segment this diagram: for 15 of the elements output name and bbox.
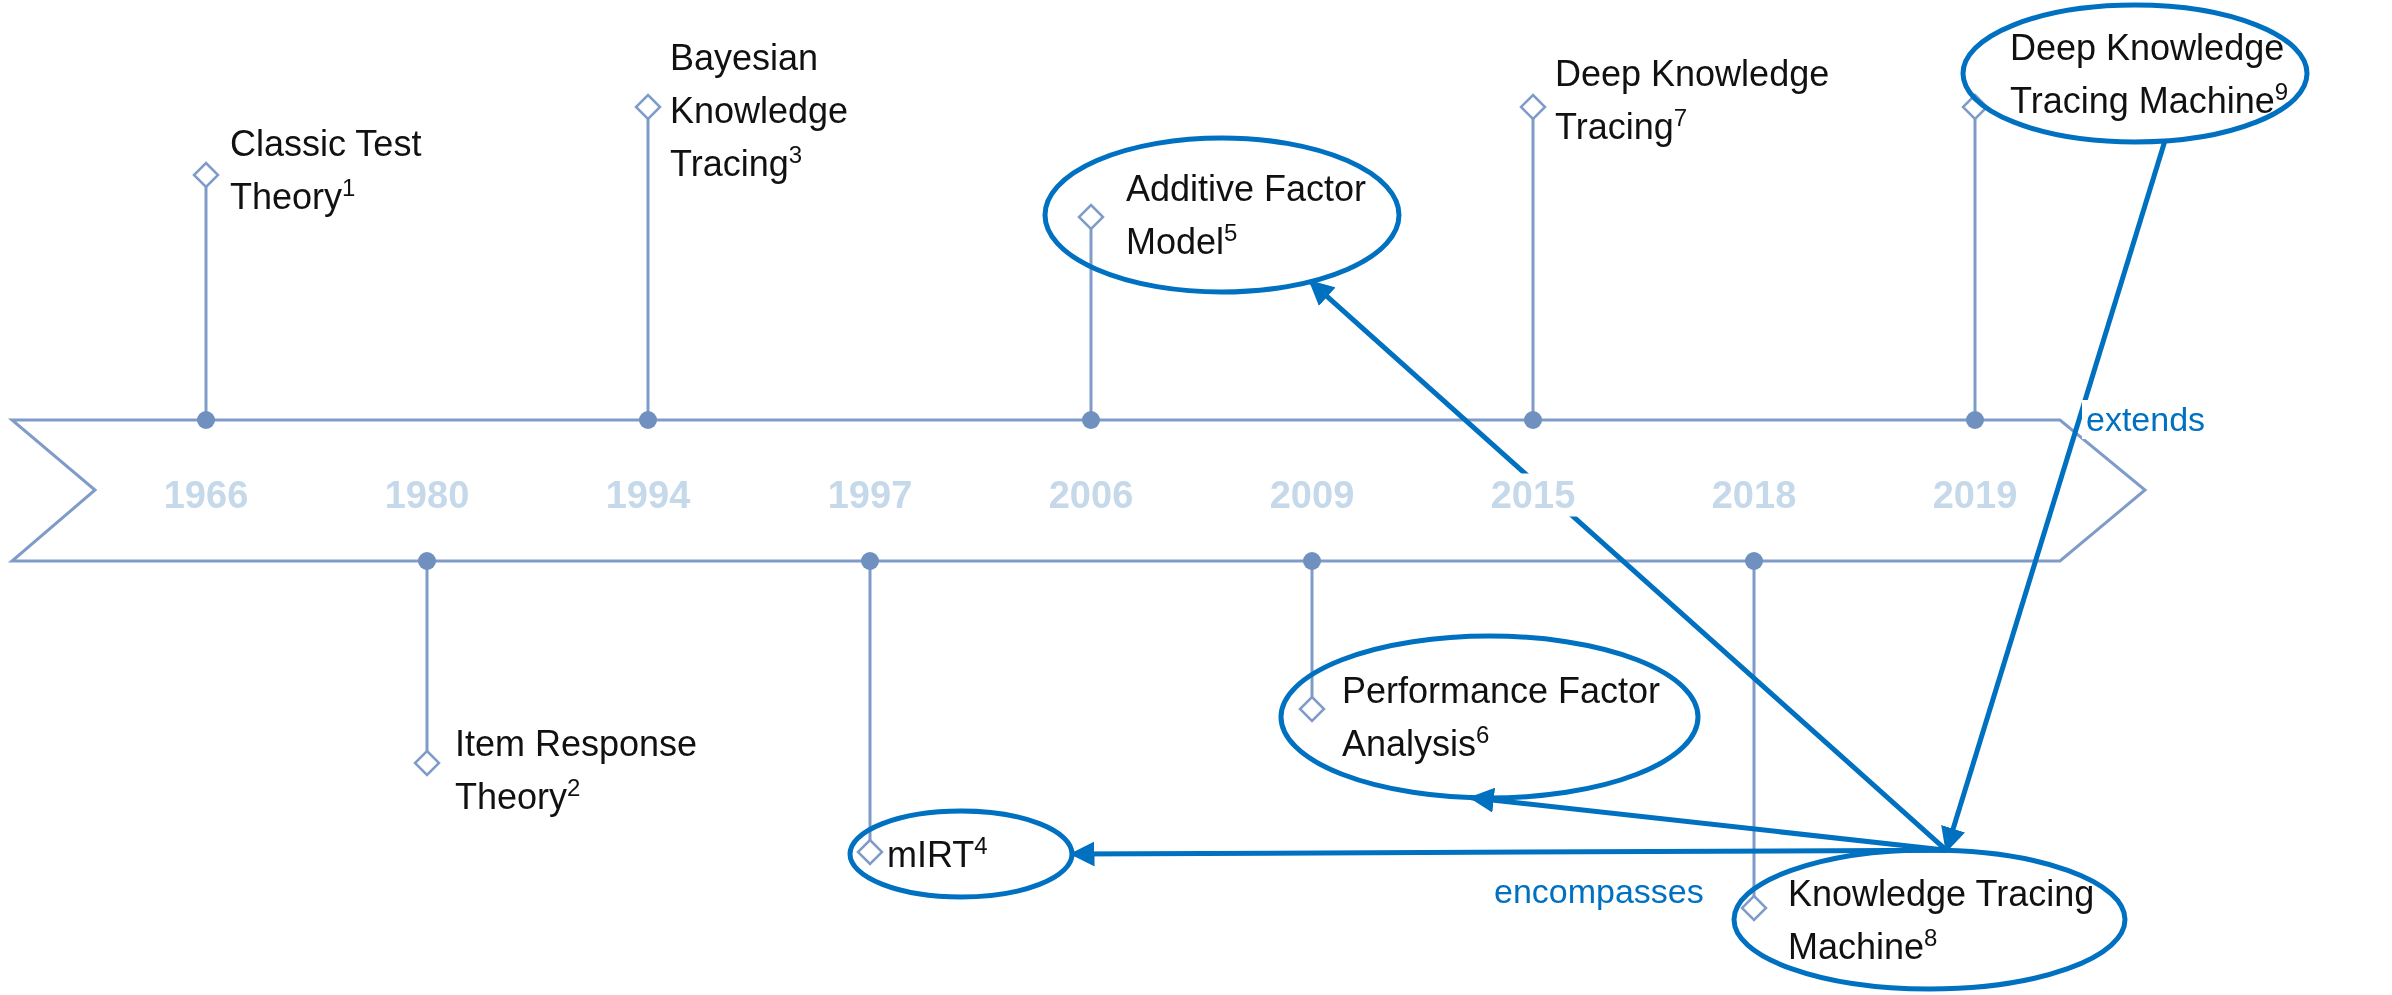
event-label: Deep Knowledge Tracing$^{7}$ [1555, 52, 1831, 149]
event-label: Classic Test Theory$^{1}$ [230, 122, 423, 219]
event-label: mIRT$^{4}$ [887, 830, 989, 877]
circled-event [1042, 135, 1402, 295]
circled-event [1731, 847, 2128, 992]
event-label: Item Response Theory$^{2}$ [455, 721, 699, 819]
arrow [1069, 841, 1947, 867]
circled-event [1278, 633, 1701, 801]
circled-event [1960, 2, 2310, 145]
event-label: Deep Knowledge Tracing Machine$^{9}$ [2010, 25, 2290, 123]
event-label: Additive Factor Model$^{5}$ [1126, 167, 1368, 264]
event-label: Knowledge Tracing Machine$^{8}$ [1788, 871, 2096, 969]
event-label: Bayesian Knowledge Tracing$^{3}$ [670, 35, 850, 186]
event-label: Performance Factor Analysis$^{6}$ [1342, 669, 1662, 766]
circled-event [847, 808, 1075, 900]
